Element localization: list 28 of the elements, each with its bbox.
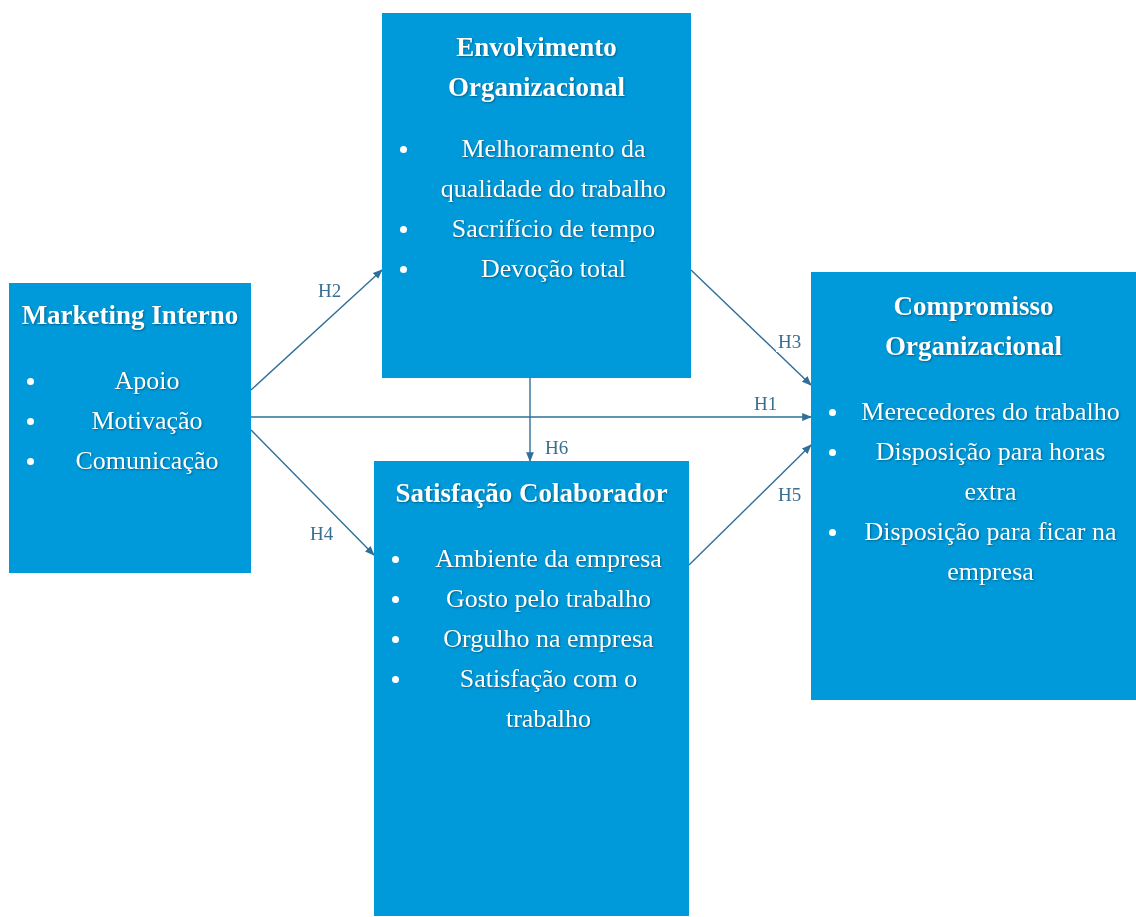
bullet-text: Devoção total xyxy=(480,254,627,283)
bullet-text: Ambiente da empresa xyxy=(435,544,662,573)
bullet-text: Merecedores do trabalho xyxy=(861,397,1120,426)
box-heading: Envolvimento Organizacional xyxy=(447,31,626,104)
concept-box xyxy=(374,461,689,916)
arrow xyxy=(526,377,534,462)
bullet-text: Motivação xyxy=(91,406,203,435)
concept-box xyxy=(382,13,691,378)
box-heading: Satisfação Colaborador xyxy=(395,477,668,510)
bullet-text: Orgulho na empresa xyxy=(443,624,654,653)
bullet-text: Sacrifício de tempo xyxy=(451,214,656,243)
arrow xyxy=(250,429,375,556)
concept-box xyxy=(9,283,251,573)
box-heading: Compromisso Organizacional xyxy=(884,290,1063,363)
box-heading: Marketing Interno xyxy=(21,299,239,332)
concept-box xyxy=(811,272,1136,700)
arrow xyxy=(688,444,812,566)
arrow xyxy=(250,413,812,421)
bullet-text: Melhoramento da qualidade do trabalho xyxy=(440,134,667,203)
bullet-text: Apoio xyxy=(114,366,180,395)
bullet-text: Satisfação com o trabalho xyxy=(459,664,638,733)
bullet-text: Comunicação xyxy=(75,446,219,475)
bullet-text: Gosto pelo trabalho xyxy=(445,584,652,613)
bullet-text: Disposição para ficar na empresa xyxy=(864,517,1117,586)
edge-label: H3 xyxy=(776,332,804,352)
arrow xyxy=(690,269,812,386)
bullet-text: Disposição para horas extra xyxy=(875,437,1106,506)
arrow xyxy=(250,269,383,391)
